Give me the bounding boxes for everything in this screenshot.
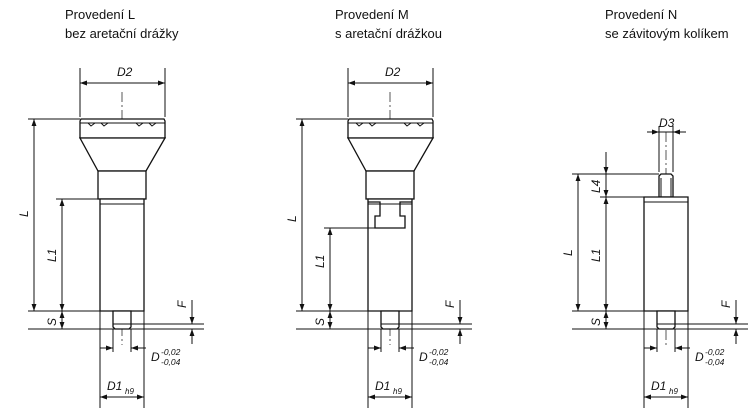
dim-label-l-l: L [17, 210, 31, 217]
collar-l [97, 170, 147, 200]
dim-label-d1-m: D1 [375, 379, 390, 393]
caption-variant-l-subtitle: bez aretační drážky [65, 26, 179, 41]
dim-label-s-n: S [589, 318, 603, 326]
dim-fit-d1-m: h9 [393, 387, 402, 396]
caption-variant-m: Provedení M s aretační drážkou [335, 5, 442, 43]
dim-label-d1-n: D1 [651, 379, 666, 393]
plunger-l [112, 310, 132, 330]
knob-head-l [79, 118, 166, 139]
pin-variant-n: D3 L4 L L1 S F D -0,02 -0,04 D1 h9 [561, 116, 748, 408]
caption-variant-l: Provedení L bez aretační drážky [65, 5, 178, 43]
dim-label-f-n: F [719, 300, 733, 308]
dim-tol-lower-l: -0,04 [161, 357, 181, 367]
dim-label-d2-m: D2 [385, 65, 401, 79]
dim-label-s-m: S [313, 318, 327, 326]
dim-label-l-n: L [561, 249, 575, 256]
body-n [643, 196, 689, 312]
knob-cone-m [346, 137, 435, 172]
pin-variant-m: D2 L L1 S F D -0,02 -0,04 D1 h9 [285, 65, 472, 408]
locking-groove-m [368, 201, 412, 229]
plunger-n [656, 310, 676, 330]
dim-label-d1-l: D1 [107, 379, 122, 393]
caption-variant-n: Provedení N se závitovým kolíkem [605, 5, 729, 43]
dim-label-l4-n: L4 [589, 179, 603, 193]
dim-tol-lower-n: -0,04 [705, 357, 725, 367]
dim-label-d3-n: D3 [659, 116, 675, 130]
body-l [99, 198, 145, 312]
dim-label-l-m: L [285, 215, 299, 222]
dim-label-f-l: F [175, 300, 189, 308]
caption-variant-m-title: Provedení M [335, 7, 409, 22]
dim-fit-d1-n: h9 [669, 387, 678, 396]
dim-tol-upper-m: -0,02 [429, 347, 449, 357]
caption-variant-l-title: Provedení L [65, 7, 136, 22]
dim-label-l1-m: L1 [313, 255, 327, 268]
dim-tol-lower-m: -0,04 [429, 357, 449, 367]
caption-variant-n-title: Provedení N [605, 7, 678, 22]
dim-fit-d1-l: h9 [125, 387, 134, 396]
dim-label-d2-l: D2 [117, 65, 133, 79]
dim-label-l1-n: L1 [589, 249, 603, 262]
caption-variant-m-subtitle: s aretační drážkou [335, 26, 442, 41]
knob-cone-l [78, 137, 167, 172]
pin-variant-l: D2 L L1 S F D -0,02 -0,04 D1 h9 [17, 65, 204, 408]
dim-tol-upper-l: -0,02 [161, 347, 181, 357]
dim-label-d-n: D [695, 350, 704, 364]
dim-label-d-l: D [151, 350, 160, 364]
knob-head-m [347, 118, 434, 139]
dim-tol-upper-n: -0,02 [705, 347, 725, 357]
dim-label-f-m: F [443, 300, 457, 308]
plunger-m [380, 310, 400, 330]
dim-label-d-m: D [419, 350, 428, 364]
dim-label-s-l: S [45, 318, 59, 326]
dim-label-l1-l: L1 [45, 249, 59, 262]
collar-m [365, 170, 415, 200]
caption-variant-n-subtitle: se závitovým kolíkem [605, 26, 729, 41]
